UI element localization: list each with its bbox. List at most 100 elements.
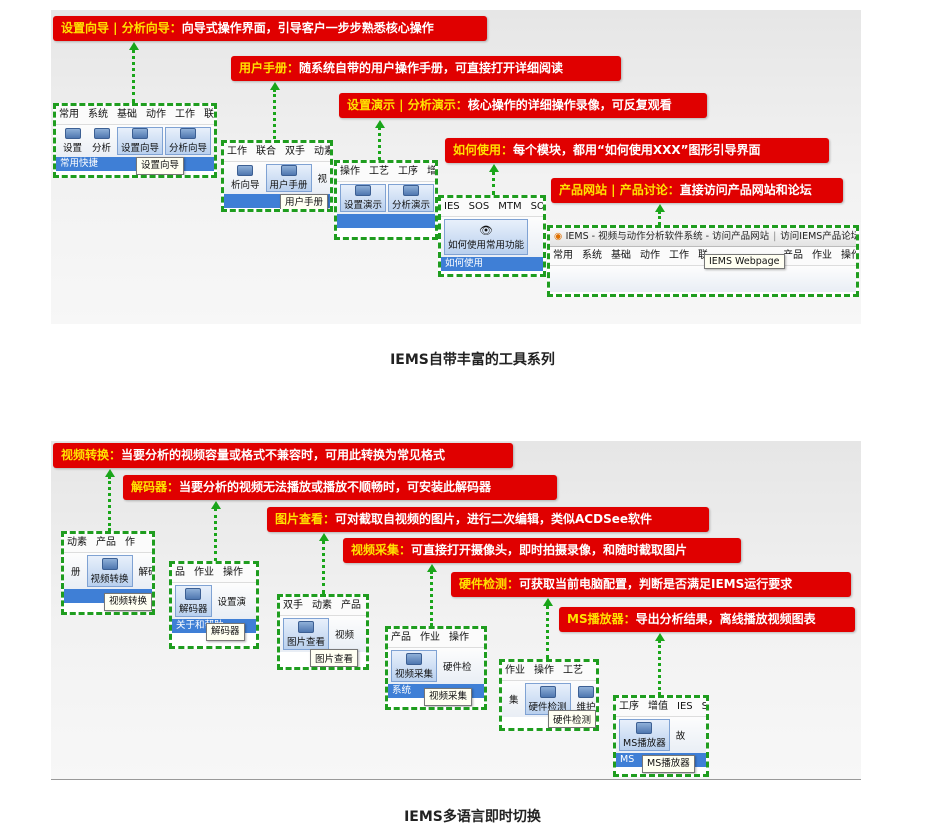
video-capture-button[interactable]: 视频采集 xyxy=(391,650,438,682)
menu-item[interactable]: 工艺 xyxy=(563,665,583,676)
connector-line xyxy=(658,211,661,225)
menu-item[interactable]: 操作 xyxy=(841,250,859,261)
menu-item[interactable]: 基础 xyxy=(611,250,631,261)
menu-item[interactable]: 操作 xyxy=(534,665,554,676)
analysis-wizard-button[interactable]: 析向导 xyxy=(227,164,264,192)
screenshot-image-viewer: 双手动素产品 图片查看 视频 图片查看 xyxy=(277,594,369,670)
menu-item[interactable]: 双手 xyxy=(283,600,303,611)
analysis-button[interactable]: 分析 xyxy=(88,127,115,155)
menu-item[interactable]: 联 xyxy=(204,109,214,120)
menu-bar: 工作联合双手动素 xyxy=(224,143,330,162)
menu-item[interactable]: 动素 xyxy=(312,600,332,611)
decoder-icon xyxy=(185,587,202,600)
menu-item[interactable]: 双手 xyxy=(285,146,305,157)
menu-item[interactable]: 增 xyxy=(427,166,437,177)
menu-item[interactable]: 动作 xyxy=(640,250,660,261)
screenshot-decoder: 品作业操作 解码器 设置演 关于和帮助解码器 xyxy=(169,561,259,649)
menu-item[interactable]: 工序 xyxy=(619,701,639,712)
banner-decoder: 解码器：当要分析的视频无法播放或播放不顺畅时，可安装此解码器 xyxy=(123,475,557,500)
menu-item[interactable]: 作业 xyxy=(505,665,525,676)
setup-demo-button[interactable]: 设置演示 xyxy=(340,184,387,212)
menu-item[interactable]: 产品 xyxy=(341,600,361,611)
app-logo-icon: ◉ xyxy=(554,231,566,242)
menu-item[interactable]: 工序 xyxy=(398,166,418,177)
menu-item[interactable]: 工作 xyxy=(669,250,689,261)
ribbon-group-label xyxy=(337,214,435,228)
menu-item[interactable]: IES xyxy=(677,701,693,712)
menu-item[interactable]: 联 xyxy=(698,250,708,261)
menu-item[interactable]: 作业 xyxy=(194,567,214,578)
menu-item[interactable]: 产品 xyxy=(391,632,411,643)
setup-wizard-icon xyxy=(132,128,149,139)
banner-video-convert: 视频转换：当要分析的视频容量或格式不兼容时，可用此转换为常见格式 xyxy=(53,443,513,468)
ms-player-button[interactable]: MS播放器 xyxy=(619,719,670,751)
fault-button[interactable]: 故 xyxy=(675,731,686,742)
menu-item[interactable]: SOS xyxy=(468,201,490,212)
video-button[interactable]: 视频 xyxy=(335,630,355,641)
menu-item[interactable]: 动作 xyxy=(146,109,166,120)
ribbon: 集 硬件检测 维护 xyxy=(502,681,596,717)
maintenance-button[interactable]: 维护 xyxy=(573,683,596,715)
menu-item[interactable]: 动素 xyxy=(67,537,87,548)
ribbon-group-label: 视频转换 xyxy=(64,589,152,611)
menu-item[interactable]: 作业 xyxy=(420,632,440,643)
manual-button[interactable]: 册 xyxy=(71,567,81,578)
menu-item[interactable]: 操作 xyxy=(340,166,360,177)
menu-item[interactable]: SOP xyxy=(530,201,545,212)
product-website-link[interactable]: IEMS - 视频与动作分析软件系统 - 访问产品网站 xyxy=(565,231,770,242)
menu-item[interactable]: 操作 xyxy=(449,632,469,643)
connector-arrow xyxy=(211,501,221,509)
connector-line xyxy=(108,476,111,531)
menu-item[interactable]: 联合 xyxy=(256,146,276,157)
menu-item[interactable]: 工作 xyxy=(227,146,247,157)
menu-item[interactable]: 常用 xyxy=(553,250,573,261)
menu-bar: 常用系统基础动作工作联 xyxy=(56,106,214,125)
menu-item[interactable]: 作 xyxy=(125,537,135,548)
menu-item[interactable]: 品 xyxy=(175,567,185,578)
connector-line xyxy=(378,127,381,160)
menu-item[interactable]: 常用 xyxy=(59,109,79,120)
connector-arrow xyxy=(655,204,665,212)
video-convert-button[interactable]: 视频转换 xyxy=(86,555,133,587)
image-viewer-button[interactable]: 图片查看 xyxy=(283,618,330,650)
hardware-check-button[interactable]: 硬件检 xyxy=(443,662,472,673)
menu-item[interactable]: 工作 xyxy=(175,109,195,120)
how-to-use-button[interactable]: 👁如何使用常用功能 xyxy=(444,219,529,255)
tools-panel: 设置向导 | 分析向导：向导式操作界面，引导客户一步步熟悉核心操作 用户手册：随… xyxy=(51,10,861,324)
menu-item[interactable]: 产品 xyxy=(783,250,803,261)
menu-item[interactable]: 操作 xyxy=(223,567,243,578)
menu-bar: 动素产品作 xyxy=(64,534,152,553)
tooltip: 视频转换 xyxy=(104,593,152,611)
connector-line xyxy=(132,49,135,103)
menu-item[interactable]: 系统 xyxy=(88,109,108,120)
user-manual-button[interactable]: 用户手册 xyxy=(265,164,312,192)
menu-item[interactable]: IES xyxy=(444,201,460,212)
product-forum-link[interactable]: 访问IEMS产品论坛 xyxy=(780,231,859,242)
screenshot-video-capture: 产品作业操作 视频采集 硬件检 系统视频采集 xyxy=(385,626,487,710)
menu-item[interactable]: 作业 xyxy=(812,250,832,261)
decoder-button[interactable]: 解码 xyxy=(138,567,152,578)
menu-item[interactable]: MTM xyxy=(498,201,522,212)
menu-item[interactable]: 系统 xyxy=(582,250,602,261)
setup-wizard-button[interactable]: 设置向导 xyxy=(117,127,164,155)
menu-item[interactable]: 增值 xyxy=(648,701,668,712)
banner-demo: 设置演示 | 分析演示：核心操作的详细操作录像，可反复观看 xyxy=(339,93,707,118)
analysis-wizard-button[interactable]: 分析向导 xyxy=(165,127,212,155)
menu-item[interactable]: S xyxy=(701,701,708,712)
setup-demo-button[interactable]: 设置演 xyxy=(217,597,247,608)
menu-item[interactable]: 工艺 xyxy=(369,166,389,177)
analysis-demo-button[interactable]: 分析演示 xyxy=(388,184,435,212)
menu-item[interactable]: 基础 xyxy=(117,109,137,120)
tooltip: 视频采集 xyxy=(424,688,473,706)
video-button[interactable]: 视 xyxy=(317,174,328,185)
capture-button[interactable]: 集 xyxy=(509,695,519,706)
decoder-button[interactable]: 解码器 xyxy=(175,585,212,617)
menu-item[interactable]: 动素 xyxy=(314,146,333,157)
menu-bar: 常用系统基础动作工作联 产品作业操作 xyxy=(550,247,856,266)
settings-button[interactable]: 设置 xyxy=(59,127,86,155)
menu-item[interactable]: 产品 xyxy=(96,537,116,548)
window-title-bar: ◉ IEMS - 视频与动作分析软件系统 - 访问产品网站|访问IEMS产品论坛 xyxy=(550,228,856,247)
hardware-check-button[interactable]: 硬件检测 xyxy=(524,683,571,715)
screenshot-product-site: ◉ IEMS - 视频与动作分析软件系统 - 访问产品网站|访问IEMS产品论坛… xyxy=(547,225,859,297)
ribbon-group-label: 如何使用 xyxy=(441,257,543,271)
